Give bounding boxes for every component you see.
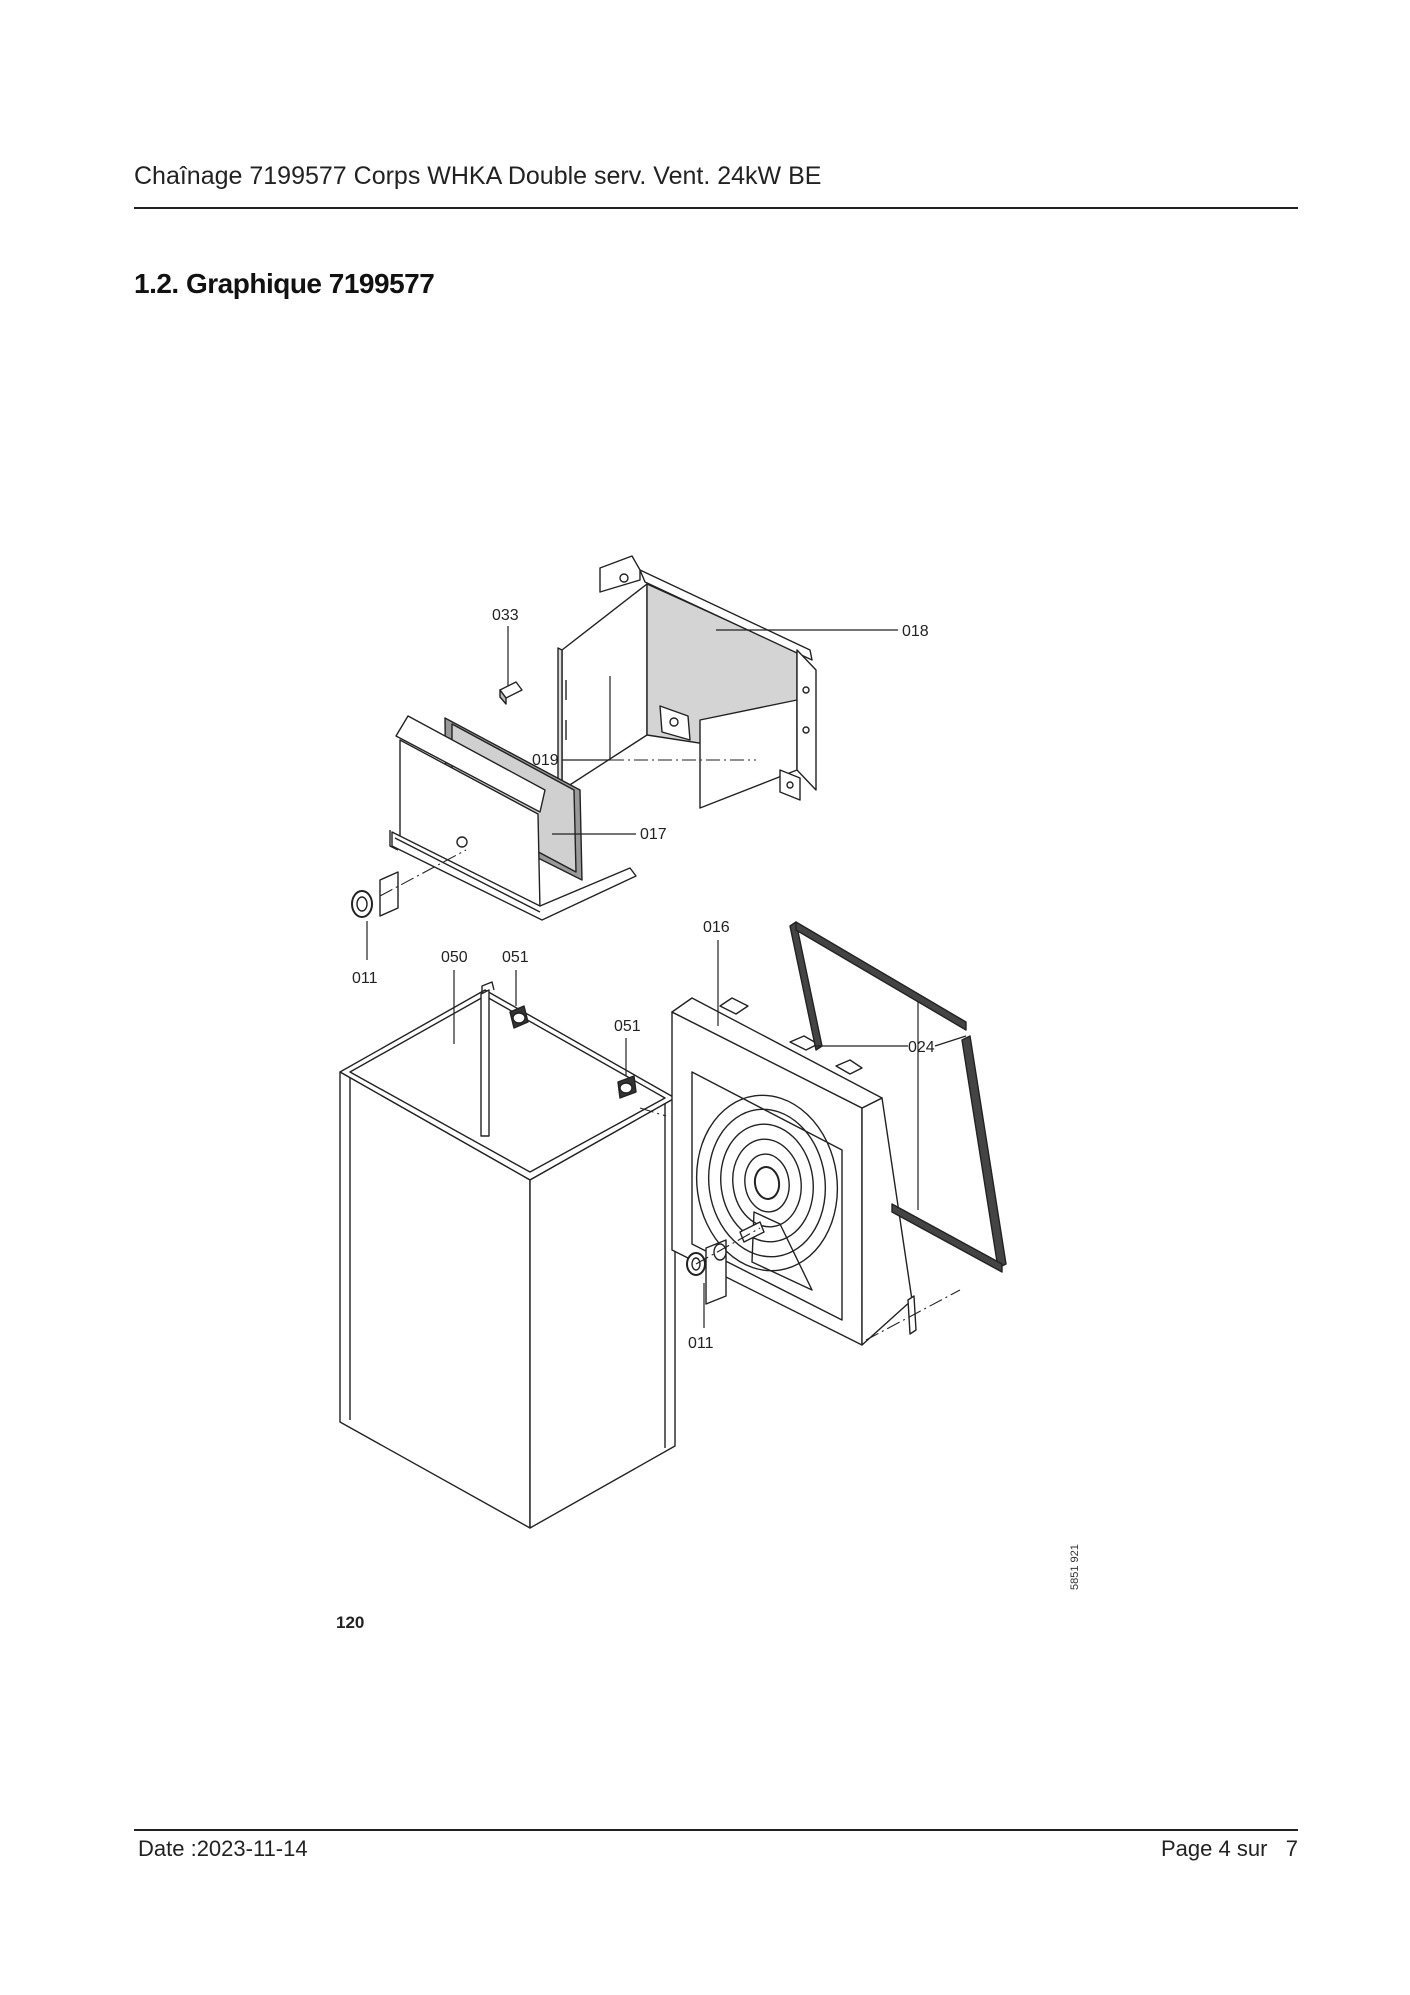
part-label-024: 024 xyxy=(908,1039,935,1056)
document-header-title: Chaînage 7199577 Corps WHKA Double serv.… xyxy=(134,162,822,190)
part-051-clip-a xyxy=(509,1005,529,1029)
figure-number: 120 xyxy=(336,1613,364,1632)
part-label-051-b: 051 xyxy=(614,1018,641,1035)
header-divider xyxy=(134,207,1298,209)
part-label-011-upper: 011 xyxy=(352,970,378,987)
footer-date: Date :2023-11-14 xyxy=(138,1836,308,1861)
part-050-casing xyxy=(339,981,676,1529)
leader-lines xyxy=(366,626,967,1328)
section-title: 1.2. Graphique 7199577 xyxy=(134,268,435,299)
assembly-axis-lines xyxy=(379,759,961,1341)
footer-divider xyxy=(134,1829,1298,1831)
drawing-reference: 5851 921 xyxy=(1069,1544,1081,1590)
part-017-front-panel xyxy=(389,715,637,921)
part-018-rear-bracket xyxy=(557,555,817,809)
page-total: 7 xyxy=(1285,1836,1298,1861)
part-label-017: 017 xyxy=(640,826,667,843)
part-label-011-lower: 011 xyxy=(688,1335,714,1352)
part-051-clip-b xyxy=(617,1075,637,1099)
footer-page-number: Page 4 sur 7 xyxy=(1161,1836,1298,1862)
part-label-019: 019 xyxy=(532,752,559,769)
part-033-clip xyxy=(499,681,523,705)
page-prefix: Page 4 sur xyxy=(1161,1836,1268,1861)
part-label-051-a: 051 xyxy=(502,949,529,966)
part-label-016: 016 xyxy=(703,919,730,936)
part-011-grommet-upper xyxy=(351,871,399,918)
part-label-033: 033 xyxy=(492,607,519,624)
part-label-050: 050 xyxy=(441,949,468,966)
part-label-018: 018 xyxy=(902,623,929,640)
page-spacer xyxy=(1267,1836,1285,1861)
